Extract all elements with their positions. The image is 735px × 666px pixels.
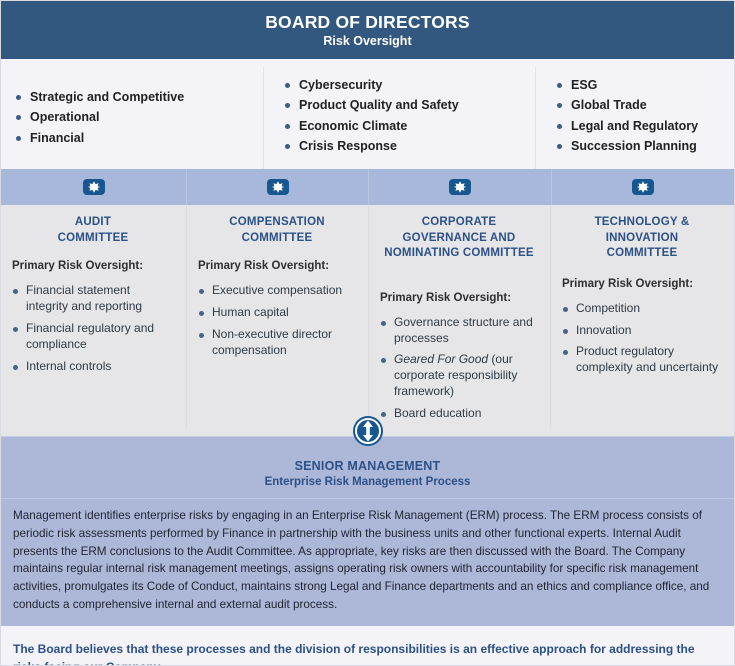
risk-list-2: Cybersecurity Product Quality and Safety… (284, 75, 525, 156)
committee-title-line: NOMINATING COMMITTEE (384, 247, 534, 260)
board-risk-categories: Strategic and Competitive Operational Fi… (1, 59, 734, 169)
committee-title-line: CORPORATE (421, 216, 497, 228)
committee-title-technology: TECHNOLOGY & INNOVATION COMMITTEE (562, 215, 722, 262)
board-subtitle: Risk Oversight (323, 33, 412, 48)
risk-item: Product Quality and Safety (284, 95, 525, 115)
committee-risk-item: Non-executive director compensation (198, 327, 356, 359)
committee-compensation: COMPENSATION COMMITTEE Primary Risk Over… (187, 205, 369, 428)
risk-item: Operational (15, 107, 253, 127)
risk-item: Succession Planning (556, 136, 724, 156)
board-of-directors-header: BOARD OF DIRECTORS Risk Oversight (1, 1, 734, 59)
committee-title-governance: CORPORATE GOVERNANCE AND NOMINATING COMM… (380, 215, 538, 262)
risk-item: Financial (15, 128, 253, 148)
risk-item: Legal and Regulatory (556, 116, 724, 136)
risk-list-1: Strategic and Competitive Operational Fi… (15, 87, 253, 148)
committee-risk-list-governance: Governance structure and processes Geare… (380, 315, 538, 423)
committee-badge-icon (266, 179, 289, 195)
committee-icon-cell-technology (552, 169, 734, 205)
committee-icon-band (1, 169, 734, 205)
committee-title-line: COMMITTEE (57, 231, 129, 244)
connector-strip (1, 416, 734, 446)
committee-title-line: COMMITTEE (241, 231, 313, 244)
risk-column-1: Strategic and Competitive Operational Fi… (1, 67, 263, 169)
committee-audit: AUDIT COMMITTEE Primary Risk Oversight: … (1, 205, 187, 428)
committee-title-line: COMPENSATION (229, 216, 325, 228)
closing-statement: The Board believes that these processes … (1, 625, 734, 665)
oversight-label: Primary Risk Oversight: (198, 260, 330, 273)
committee-risk-item: Financial statement integrity and report… (12, 283, 174, 315)
oversight-label: Primary Risk Oversight: (12, 260, 144, 273)
senior-management-subtitle: Enterprise Risk Management Process (264, 476, 471, 488)
committee-technology: TECHNOLOGY & INNOVATION COMMITTEE Primar… (551, 205, 734, 428)
committee-title-line: GOVERNANCE AND (402, 231, 516, 244)
risk-column-3: ESG Global Trade Legal and Regulatory Su… (535, 67, 734, 169)
committee-title-line: TECHNOLOGY & (594, 216, 690, 228)
risk-item: Global Trade (556, 95, 724, 115)
risk-list-3: ESG Global Trade Legal and Regulatory Su… (556, 75, 724, 156)
committee-risk-item: Financial regulatory and compliance (12, 321, 174, 353)
committee-risk-item: Product regulatory complexity and uncert… (562, 344, 722, 376)
committee-risk-item: Internal controls (12, 359, 174, 375)
committee-badge-icon (631, 179, 654, 195)
committee-title-line: AUDIT (74, 216, 112, 228)
risk-item: Economic Climate (284, 116, 525, 136)
committee-icon-cell-governance (369, 169, 552, 205)
committee-title-line: INNOVATION (605, 231, 679, 244)
committee-governance: CORPORATE GOVERNANCE AND NOMINATING COMM… (369, 205, 551, 428)
committee-icon-cell-audit (1, 169, 188, 205)
risk-item: Crisis Response (284, 136, 525, 156)
committee-risk-item: Human capital (198, 305, 356, 321)
risk-item: Cybersecurity (284, 75, 525, 95)
committee-risk-item-geared-for-good: Geared For Good (our corporate responsib… (380, 352, 538, 400)
committee-title-compensation: COMPENSATION COMMITTEE (198, 215, 356, 246)
committee-risk-item: Innovation (562, 323, 722, 339)
committee-risk-list-compensation: Executive compensation Human capital Non… (198, 283, 356, 359)
oversight-label: Primary Risk Oversight: (380, 291, 512, 304)
committee-icon-cell-compensation (187, 169, 370, 205)
risk-column-2: Cybersecurity Product Quality and Safety… (263, 67, 535, 169)
committee-risk-list-technology: Competition Innovation Product regulator… (562, 301, 722, 377)
committee-badge-icon (449, 179, 472, 195)
oversight-label: Primary Risk Oversight: (562, 277, 694, 290)
committee-risk-item: Executive compensation (198, 283, 356, 299)
senior-management-title: SENIOR MANAGEMENT (294, 459, 441, 473)
board-title: BOARD OF DIRECTORS (265, 11, 470, 32)
committee-badge-icon (82, 179, 105, 195)
committee-title-audit: AUDIT COMMITTEE (12, 215, 174, 246)
committee-title-line: COMMITTEE (606, 247, 678, 260)
erm-process-paragraph: Management identifies enterprise risks b… (1, 498, 734, 626)
committee-risk-list-audit: Financial statement integrity and report… (12, 283, 174, 375)
risk-item: Strategic and Competitive (15, 87, 253, 107)
up-down-arrow-icon (352, 416, 383, 446)
committee-risk-item: Competition (562, 301, 722, 317)
risk-item: ESG (556, 75, 724, 95)
committee-columns: AUDIT COMMITTEE Primary Risk Oversight: … (1, 205, 734, 428)
committee-risk-item: Governance structure and processes (380, 315, 538, 347)
committee-risk-item: Board education (380, 406, 538, 422)
